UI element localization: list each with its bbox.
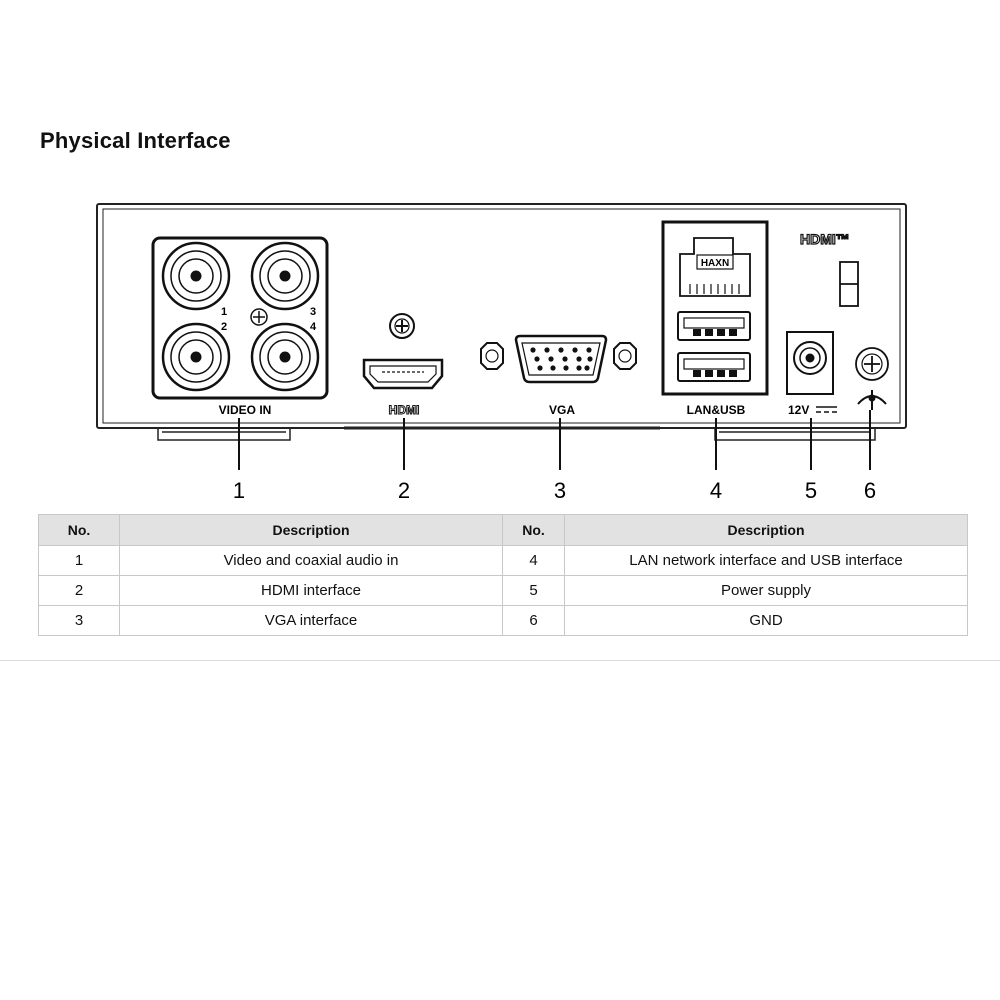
bnc-connector-2	[161, 322, 231, 392]
vga-pins	[530, 347, 593, 371]
header-description-left: Description	[119, 514, 503, 546]
table-cell: 3	[38, 605, 120, 636]
table-row: 1 Video and coaxial audio in 4 LAN netwo…	[38, 545, 968, 576]
table-cell: GND	[564, 605, 968, 636]
callout-number-1: 1	[233, 478, 245, 503]
bnc-connector-1	[161, 241, 231, 311]
table-cell: 5	[502, 575, 565, 606]
page-title: Physical Interface	[40, 128, 231, 153]
usb-port-upper-icon	[677, 311, 751, 341]
hdmi-logo: HDMI™	[800, 231, 850, 247]
table-cell: 2	[38, 575, 120, 606]
table-header-row: No. Description No. Description	[38, 514, 968, 546]
table-row: 2 HDMI interface 5 Power supply	[38, 575, 968, 606]
bnc-center-screw-icon	[250, 308, 268, 326]
bnc-number-3: 3	[310, 306, 316, 318]
port-label-12v: 12V	[788, 403, 809, 417]
ground-symbol-icon	[857, 390, 887, 410]
dc-symbol-icon	[816, 406, 837, 413]
callout-lines	[238, 410, 871, 470]
bnc-number-4: 4	[310, 321, 317, 333]
usb-port-lower-icon	[677, 352, 751, 382]
power-jack-icon	[786, 331, 834, 395]
table-cell: Video and coaxial audio in	[119, 545, 503, 576]
vga-port-icon	[480, 334, 637, 384]
bnc-number-2: 2	[221, 321, 227, 333]
video-in-bnc-block: 1 3 2 4	[151, 236, 329, 400]
callout-number-4: 4	[710, 478, 722, 503]
rj45-label: HAXN	[701, 258, 729, 269]
port-label-video-in: VIDEO IN	[219, 403, 272, 417]
table-cell: LAN network interface and USB interface	[564, 545, 968, 576]
bnc-number-1: 1	[221, 306, 227, 318]
table-row: 3 VGA interface 6 GND	[38, 605, 968, 636]
table-cell: VGA interface	[119, 605, 503, 636]
hdmi-screw-icon	[389, 313, 415, 339]
table-cell: Power supply	[564, 575, 968, 606]
rj45-port-icon	[679, 237, 751, 297]
switch-slot-icon	[839, 261, 859, 307]
bnc-connector-3	[250, 241, 320, 311]
callout-number-5: 5	[805, 478, 817, 503]
callout-number-6: 6	[864, 478, 876, 503]
table-cell: 1	[38, 545, 120, 576]
port-label-vga: VGA	[549, 403, 575, 417]
rear-panel-diagram: 1 3 2 4	[96, 203, 907, 503]
table-cell: 4	[502, 545, 565, 576]
interface-table: No. Description No. Description 1 Video …	[38, 514, 968, 636]
hdmi-port-icon	[362, 313, 444, 390]
table-cell: HDMI interface	[119, 575, 503, 606]
callout-number-3: 3	[554, 478, 566, 503]
header-description-right: Description	[564, 514, 968, 546]
header-no-right: No.	[502, 514, 565, 546]
lan-usb-block	[661, 220, 769, 396]
bnc-connector-4	[250, 322, 320, 392]
chassis	[96, 203, 907, 430]
callout-number-2: 2	[398, 478, 410, 503]
ground-screw-icon	[855, 347, 889, 381]
table-cell: 6	[502, 605, 565, 636]
header-no-left: No.	[38, 514, 120, 546]
vga-left-screw-icon	[480, 342, 504, 370]
divider	[0, 660, 1000, 661]
port-label-hdmi: HDMI	[389, 403, 420, 417]
chassis-feet	[157, 428, 876, 441]
port-label-lan-usb: LAN&USB	[687, 403, 746, 417]
vga-right-screw-icon	[613, 342, 637, 370]
